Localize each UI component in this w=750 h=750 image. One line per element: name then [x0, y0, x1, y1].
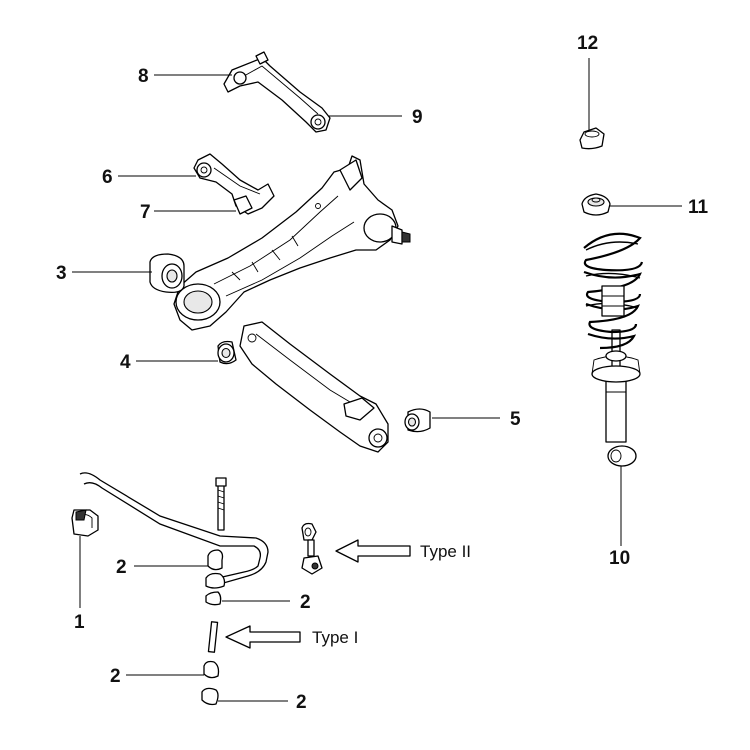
upper-spring-seat: [581, 193, 611, 216]
stabilizer-link-type-i: [201, 477, 227, 706]
callout-3: 3: [56, 263, 67, 284]
bushing-4: [217, 340, 237, 365]
callout-4: 4: [120, 352, 131, 373]
stabilizer-link-type-ii: [301, 522, 323, 575]
type-i-label: Type I: [312, 628, 358, 647]
callout-5: 5: [510, 409, 521, 430]
callout-2-lower-bushing: 2: [300, 592, 311, 613]
callout-8: 8: [138, 66, 149, 87]
callout-2-upper-bushing: 2: [116, 557, 127, 578]
arrow-type-i: [225, 625, 301, 649]
callout-labels: 1 2 2 2 2 3 4 5 6 7 8 9 10 11 12: [56, 33, 709, 713]
bushing-5: [404, 408, 431, 433]
upper-control-arm: [223, 51, 331, 133]
bump-stop: [579, 127, 605, 150]
callout-2-type-i-upper: 2: [110, 666, 121, 687]
shock-absorber-assembly: [591, 329, 641, 467]
stabilizer-bar: [79, 472, 269, 585]
trailing-arm: [173, 155, 411, 331]
type-ii-label: Type II: [420, 542, 471, 561]
coil-spring: [583, 232, 644, 350]
leader-lines: [72, 58, 682, 702]
callout-9: 9: [412, 107, 423, 128]
arrow-type-ii: [335, 539, 411, 563]
callout-10: 10: [609, 548, 630, 569]
callout-7: 7: [140, 202, 151, 223]
callout-12: 12: [577, 33, 598, 54]
lower-control-arm: [239, 321, 389, 453]
bushing-3: [149, 253, 185, 294]
trailing-link: [193, 153, 275, 215]
callout-11: 11: [688, 197, 709, 218]
callout-2-type-i-lower: 2: [296, 692, 307, 713]
callout-6: 6: [102, 167, 113, 188]
stabilizer-bushing-1: [71, 509, 99, 537]
callout-1: 1: [74, 612, 85, 633]
